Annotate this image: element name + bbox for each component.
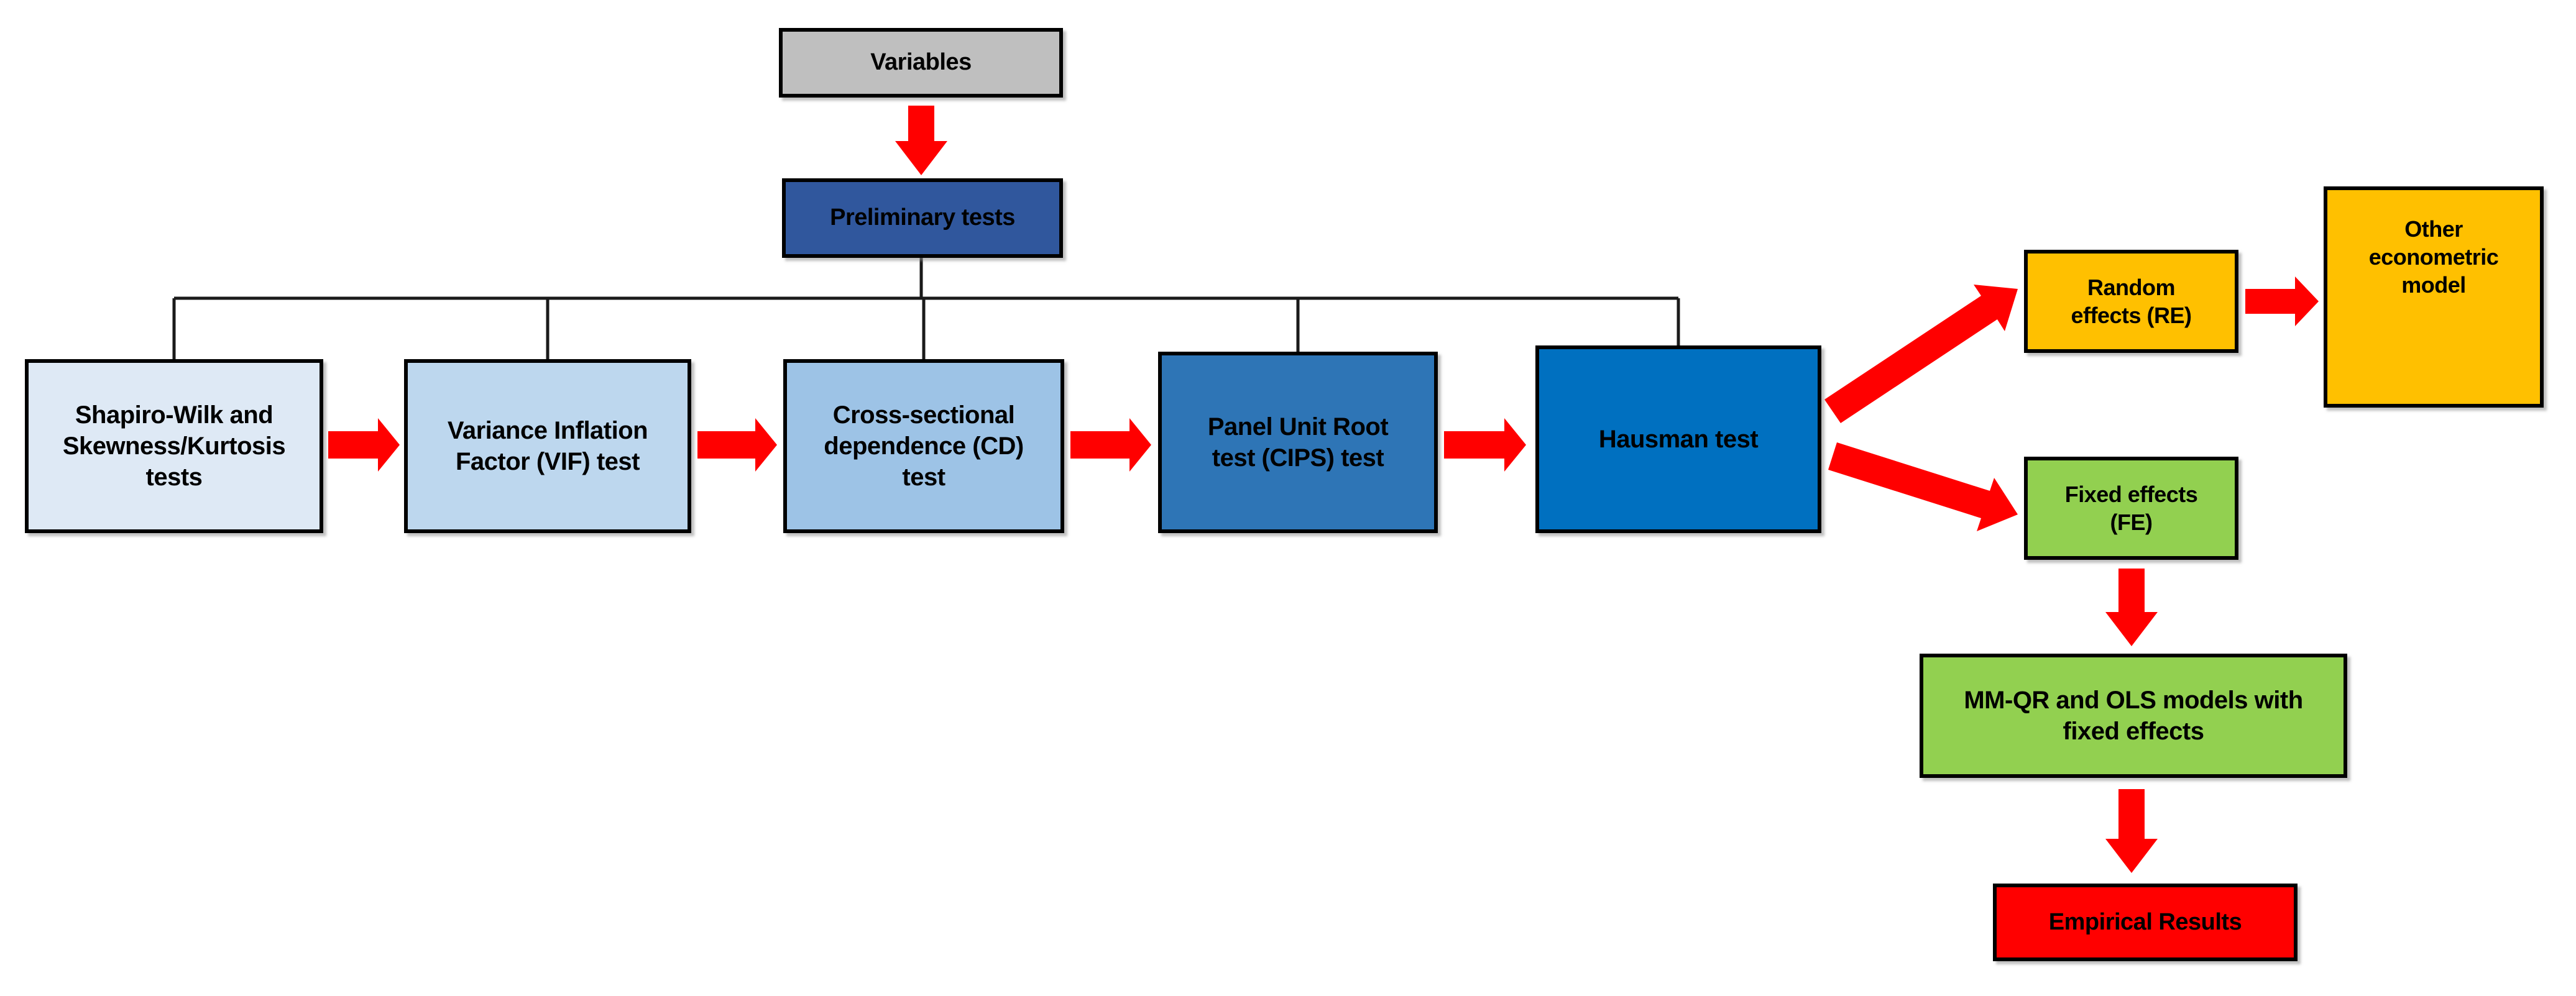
node-shapiro-wilk-skewness-kurtosis: Shapiro-Wilk and Skewness/Kurtosis tests bbox=[25, 359, 323, 533]
node-shapiro-wilk-label: Shapiro-Wilk and Skewness/Kurtosis tests bbox=[62, 401, 286, 491]
node-panel-unit-root-label: Panel Unit Root test (CIPS) test bbox=[1207, 413, 1389, 472]
node-empirical-results: Empirical Results bbox=[1993, 884, 2298, 961]
node-variables: Variables bbox=[779, 28, 1063, 98]
node-fixed-effects: Fixed effects (FE) bbox=[2024, 457, 2238, 560]
node-mmqr-ols-models: MM-QR and OLS models with fixed effects bbox=[1920, 654, 2347, 778]
node-random-effects: Random effects (RE) bbox=[2024, 250, 2238, 353]
arrow-variables-to-preliminary-icon bbox=[895, 106, 947, 175]
node-other-econometric-model-label: Other econometric model bbox=[2368, 216, 2499, 298]
node-fixed-effects-label: Fixed effects (FE) bbox=[2064, 482, 2198, 535]
node-other-econometric-model: Other econometric model bbox=[2324, 186, 2544, 408]
node-cd-test: Cross-sectional dependence (CD) test bbox=[783, 359, 1064, 533]
node-cd-test-label: Cross-sectional dependence (CD) test bbox=[824, 401, 1024, 491]
node-empirical-results-label: Empirical Results bbox=[2048, 908, 2242, 935]
node-vif-test-label: Variance Inflation Factor (VIF) test bbox=[447, 417, 648, 475]
arrow-panel-to-hausman-icon bbox=[1444, 418, 1526, 472]
arrow-vif-to-cd-icon bbox=[697, 418, 777, 472]
node-preliminary-tests: Preliminary tests bbox=[782, 178, 1063, 258]
node-hausman-test: Hausman test bbox=[1535, 345, 1821, 533]
node-mmqr-ols-models-label: MM-QR and OLS models with fixed effects bbox=[1964, 687, 2303, 745]
arrow-cd-to-panel-icon bbox=[1070, 418, 1151, 472]
arrow-hausman-to-random-effects-icon bbox=[1824, 285, 2018, 423]
node-random-effects-label: Random effects (RE) bbox=[2071, 275, 2192, 328]
connector-tree-lines bbox=[172, 258, 1680, 359]
arrow-random-effects-to-other-model-icon bbox=[2245, 276, 2319, 326]
node-panel-unit-root-test: Panel Unit Root test (CIPS) test bbox=[1158, 352, 1438, 533]
arrow-shapiro-to-vif-icon bbox=[328, 418, 400, 472]
node-vif-test: Variance Inflation Factor (VIF) test bbox=[404, 359, 691, 533]
arrow-hausman-to-fixed-effects-icon bbox=[1828, 442, 2018, 531]
node-preliminary-tests-label: Preliminary tests bbox=[830, 204, 1015, 231]
node-variables-label: Variables bbox=[870, 49, 972, 76]
arrow-fixed-effects-to-mmqr-icon bbox=[2105, 569, 2158, 646]
arrow-mmqr-to-empirical-icon bbox=[2105, 789, 2158, 873]
node-hausman-test-label: Hausman test bbox=[1598, 426, 1759, 453]
